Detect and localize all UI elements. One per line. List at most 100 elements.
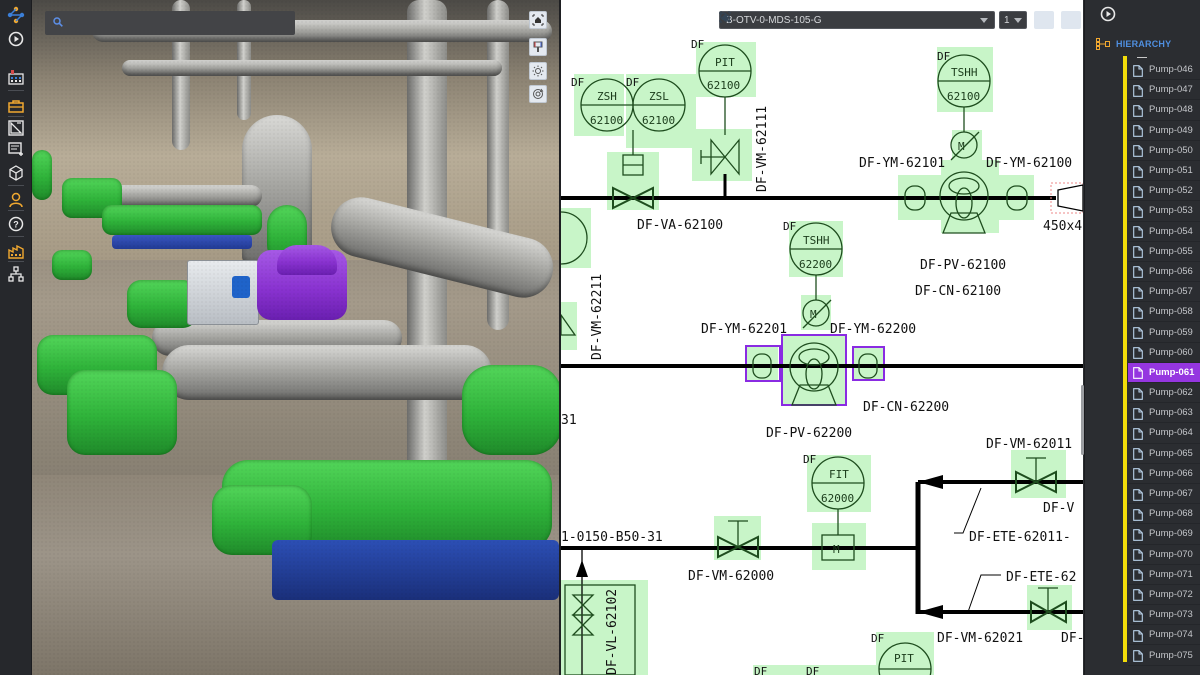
highlighted-pump[interactable] — [67, 370, 177, 455]
tree-item[interactable]: Pump-056 — [1128, 262, 1200, 283]
rotate-button[interactable] — [529, 85, 547, 103]
drawing-icon[interactable] — [6, 118, 26, 138]
tree-item[interactable]: Pump-049 — [1128, 121, 1200, 141]
tag-ete62011: DF-ETE-62011- — [969, 530, 1071, 545]
tree-item[interactable]: Pump-053 — [1128, 201, 1200, 222]
tree-item[interactable]: Pump-069 — [1128, 524, 1200, 545]
tree-item[interactable]: Pump-047 — [1128, 80, 1200, 101]
tag-ym62201: DF-YM-62201 — [701, 322, 787, 337]
document-icon — [1133, 467, 1143, 481]
tree-item-label: Pump-059 — [1149, 326, 1193, 338]
highlighted-pump[interactable] — [462, 365, 559, 455]
highlighted-pump[interactable] — [127, 280, 197, 328]
split-divider[interactable] — [559, 0, 561, 675]
tag-vm62111: DF-VM-62111 — [755, 106, 770, 192]
document-icon — [1133, 427, 1143, 440]
selected-pump-top[interactable] — [277, 245, 337, 275]
plant-icon[interactable] — [6, 241, 26, 261]
tree-item[interactable]: Pump-061 — [1128, 362, 1200, 383]
tree-item[interactable]: Pump-048 — [1128, 100, 1200, 121]
tree-item-label: Pump-047 — [1149, 84, 1193, 96]
help-icon[interactable]: ? — [6, 214, 26, 234]
tree-item[interactable]: Pump-050 — [1128, 141, 1200, 161]
pipe-size: 450x4 — [1043, 219, 1082, 234]
tree-item[interactable]: Pump-058 — [1128, 302, 1200, 323]
home-button[interactable] — [719, 11, 1081, 29]
page-select[interactable]: 1 — [999, 11, 1027, 29]
tree-item[interactable]: Pump-062 — [1128, 383, 1200, 404]
zsl-tag: ZSL — [649, 90, 669, 103]
motor-m: M — [810, 308, 817, 321]
arrow-left — [918, 605, 943, 619]
pump-base — [272, 540, 559, 600]
toolbox-icon[interactable] — [6, 96, 26, 116]
document-icon — [1133, 346, 1143, 360]
tree-item[interactable]: Pump-071 — [1128, 565, 1200, 585]
df-label: DF — [626, 76, 639, 89]
play-icon[interactable] — [6, 29, 26, 49]
tree-item[interactable]: Pump-060 — [1128, 343, 1200, 363]
hl-coupling4 — [853, 347, 883, 380]
hl-vm62111 — [692, 129, 752, 181]
chevron-down-icon — [980, 17, 988, 23]
point-cloud-viewer[interactable] — [32, 0, 559, 675]
zsh-num: 62100 — [590, 114, 623, 127]
drawing-select[interactable]: B-OTV-0-MDS-105-G — [719, 11, 995, 29]
play-icon — [1100, 6, 1116, 22]
svg-text:?: ? — [13, 220, 19, 230]
factory-icon[interactable] — [6, 67, 26, 87]
panel-play-button[interactable] — [1100, 6, 1116, 22]
rail-divider — [8, 90, 24, 91]
pid-scrollbar[interactable] — [1081, 385, 1084, 455]
hierarchy-header[interactable]: HIERARCHY — [1096, 38, 1171, 50]
tree-item[interactable]: Pump-065 — [1128, 444, 1200, 464]
tree-item[interactable]: Pump-046 — [1128, 60, 1200, 81]
tree-item[interactable]: Pump-066 — [1128, 464, 1200, 484]
search-bar[interactable] — [45, 11, 295, 35]
tree-item-label: Pump-052 — [1149, 185, 1193, 197]
tree-item[interactable]: Pump-070 — [1128, 545, 1200, 565]
highlighted-valve[interactable] — [52, 250, 92, 280]
link-button[interactable] — [719, 11, 1054, 29]
tree-item-label: Pump-074 — [1149, 629, 1193, 641]
tree-item[interactable]: Pump-052 — [1128, 181, 1200, 202]
tree-item[interactable]: Pump-057 — [1128, 282, 1200, 303]
tree-item[interactable]: Pump-067 — [1128, 484, 1200, 505]
tree-item[interactable]: Pump-051 — [1128, 161, 1200, 182]
tree-item-label: Pump-050 — [1149, 144, 1193, 156]
document-icon — [1133, 64, 1143, 77]
zsl-num: 62100 — [642, 114, 675, 127]
tree-item[interactable]: Pump-055 — [1128, 242, 1200, 262]
search-input[interactable] — [69, 17, 289, 29]
document-icon — [1133, 286, 1143, 299]
highlighted-pump[interactable] — [102, 205, 262, 235]
home-view-button[interactable] — [529, 11, 547, 29]
tree-item[interactable]: Pump-075 — [1128, 645, 1200, 666]
tree-item[interactable]: Pump-059 — [1128, 322, 1200, 343]
tree-item[interactable]: Pump-064 — [1128, 423, 1200, 444]
tree-item-label: Pump-049 — [1149, 124, 1193, 136]
highlighted-pump[interactable] — [32, 150, 52, 200]
tree-item[interactable]: Pump-068 — [1128, 504, 1200, 525]
light-button[interactable] — [529, 62, 547, 80]
tree-item[interactable]: Pump-063 — [1128, 403, 1200, 424]
tree-item[interactable]: Pump-054 — [1128, 222, 1200, 242]
document-icon — [1133, 104, 1143, 117]
pid-drawing-viewer[interactable]: .hl { fill: #c8f5c8; } .sym { stroke: #1… — [561, 0, 1083, 675]
tree-item[interactable]: Pump-073 — [1128, 605, 1200, 626]
tree-item[interactable]: Pump-074 — [1128, 625, 1200, 646]
tree-item-label: Pump-064 — [1149, 427, 1193, 439]
app-logo-icon[interactable] — [6, 5, 26, 25]
user-icon[interactable] — [6, 190, 26, 210]
paint-button[interactable] — [529, 38, 547, 56]
cube-icon[interactable] — [6, 163, 26, 183]
chevron-down-icon — [1014, 17, 1022, 23]
search-icon — [53, 14, 63, 32]
tag-vm62211: DF-VM-62211 — [590, 274, 605, 360]
tree-item-label: Pump-051 — [1149, 165, 1193, 177]
network-icon[interactable] — [6, 264, 26, 284]
tree-item[interactable]: Pump-072 — [1128, 585, 1200, 606]
df-label: DF — [803, 453, 816, 466]
annotation-icon[interactable] — [6, 140, 26, 160]
